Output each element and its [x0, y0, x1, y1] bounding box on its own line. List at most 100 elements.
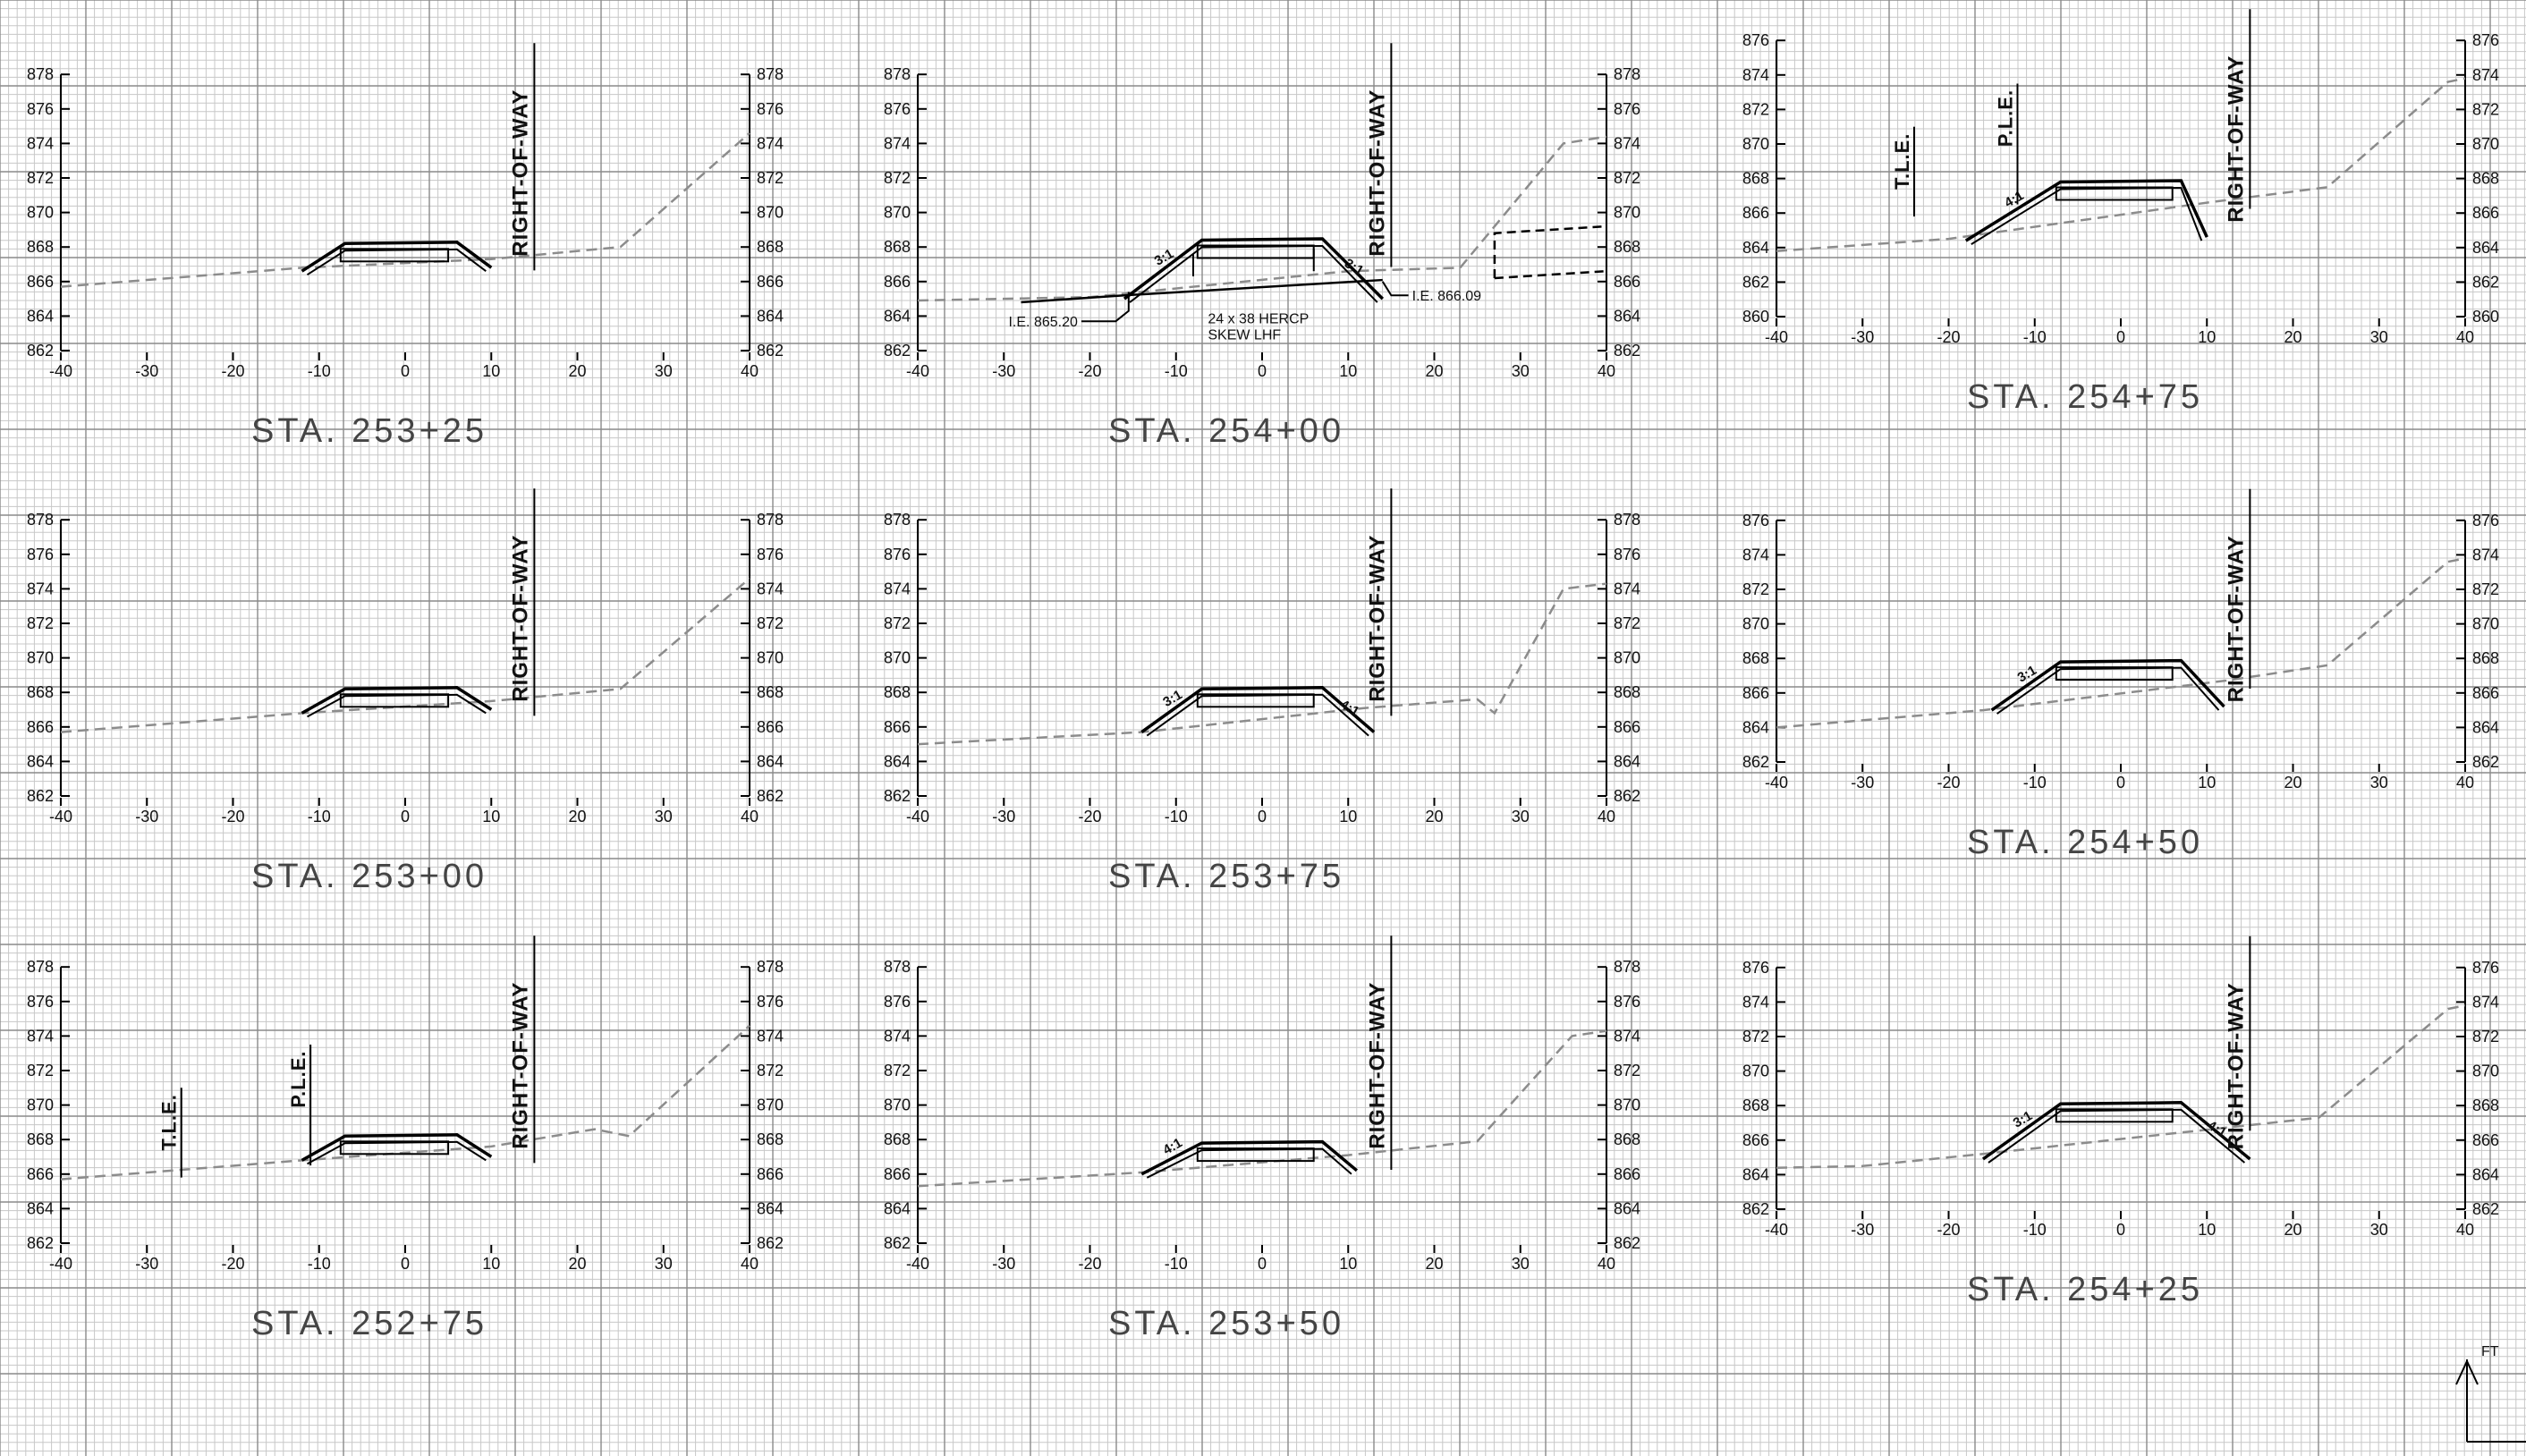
elevation-tick-label: 864: [27, 1199, 54, 1217]
elevation-tick-label: 874: [2472, 546, 2499, 563]
elevation-tick-label: 864: [884, 307, 911, 325]
elevation-tick-label: 876: [884, 546, 911, 563]
elevation-tick-label: 874: [1614, 1027, 1640, 1045]
right-of-way-label: RIGHT-OF-WAY: [2224, 535, 2248, 702]
pipe-skew-note: SKEW LHF: [1208, 327, 1281, 343]
offset-tick-label: 20: [568, 808, 586, 825]
elevation-tick-label: 872: [27, 614, 54, 632]
offset-tick-label: -30: [135, 808, 158, 825]
offset-tick-label: -30: [135, 362, 158, 380]
station-label: STA. 253+75: [1108, 858, 1344, 895]
pavement-box: [1196, 1147, 1315, 1163]
offset-tick-label: -40: [49, 1255, 72, 1273]
offset-tick-label: 0: [401, 362, 410, 380]
right-of-way-label: RIGHT-OF-WAY: [2224, 55, 2248, 223]
elevation-tick-label: 872: [1614, 614, 1640, 632]
offset-tick-label: 20: [2284, 774, 2301, 791]
elevation-tick-label: 874: [27, 1027, 54, 1045]
pipe-size-note: 24 x 38 HERCP: [1208, 311, 1309, 326]
offset-tick-label: 40: [741, 1255, 759, 1273]
elevation-tick-label: 864: [27, 307, 54, 325]
elevation-tick-label: 878: [1614, 958, 1640, 976]
right-of-way-label: RIGHT-OF-WAY: [1365, 982, 1389, 1149]
offset-tick-label: -10: [2023, 774, 2047, 791]
station-label: STA. 254+25: [1967, 1271, 2203, 1308]
offset-tick-label: 10: [482, 808, 500, 825]
elevation-tick-label: 874: [884, 580, 911, 597]
elevation-tick-label: 874: [2472, 66, 2499, 84]
offset-tick-label: 20: [568, 1255, 586, 1273]
elevation-tick-label: 866: [757, 718, 784, 736]
elevation-tick-label: 878: [27, 958, 54, 976]
top-of-pavement-line: [1123, 237, 1385, 301]
elevation-tick-label: 870: [884, 204, 911, 222]
offset-tick-label: -10: [2023, 1221, 2047, 1239]
elevation-tick-label: 872: [757, 1062, 784, 1079]
elevation-tick-label: 868: [1614, 683, 1640, 701]
elevation-tick-label: 870: [2472, 615, 2499, 633]
ple-label: P.L.E.: [1995, 89, 2017, 147]
elevation-tick-label: 874: [757, 1027, 784, 1045]
cross-section-panel: 8628648668688708728748768628648668688708…: [1742, 935, 2499, 1308]
elevation-tick-label: 862: [757, 787, 784, 805]
elevation-tick-label: 864: [757, 752, 784, 770]
elevation-tick-label: 866: [1614, 1165, 1640, 1183]
scale-indicator: FT: [2455, 1344, 2526, 1443]
offset-tick-label: 10: [2198, 1221, 2216, 1239]
elevation-tick-label: 868: [1742, 1096, 1769, 1114]
elevation-tick-label: 860: [2472, 308, 2499, 326]
offset-tick-label: -40: [49, 808, 72, 825]
elevation-tick-label: 874: [27, 580, 54, 597]
elevation-tick-label: 866: [27, 718, 54, 736]
offset-tick-label: 0: [2116, 1221, 2125, 1239]
offset-tick-label: 30: [1512, 808, 1530, 825]
subgrade-line: [1146, 1147, 1352, 1179]
offset-tick-label: 0: [1258, 808, 1267, 825]
invert-elevation-left: I.E. 865.20: [1008, 315, 1077, 330]
pavement-box: [2055, 186, 2174, 201]
elevation-tick-label: 868: [2472, 649, 2499, 667]
elevation-tick-label: 868: [757, 238, 784, 256]
elevation-tick-label: 864: [1742, 239, 1769, 257]
elevation-tick-label: 862: [1742, 273, 1769, 291]
north-arrow-icon: [2455, 1359, 2479, 1385]
cross-section-panel: 8628648668688708728748768788628648668688…: [884, 43, 1640, 450]
elevation-tick-label: 876: [1742, 512, 1769, 529]
cross-section-panel: 8628648668688708728748768788628648668688…: [27, 935, 784, 1342]
elevation-tick-label: 868: [884, 238, 911, 256]
offset-tick-label: -20: [1078, 808, 1101, 825]
elevation-tick-label: 868: [27, 238, 54, 256]
subgrade-line: [1971, 186, 2203, 245]
elevation-tick-label: 872: [1614, 169, 1640, 187]
elevation-tick-label: 870: [1614, 1096, 1640, 1114]
offset-tick-label: -20: [221, 808, 244, 825]
elevation-tick-label: 864: [757, 307, 784, 325]
elevation-tick-label: 862: [1614, 787, 1640, 805]
elevation-tick-label: 868: [2472, 170, 2499, 188]
top-of-pavement-line: [301, 241, 493, 273]
elevation-tick-label: 862: [2472, 1200, 2499, 1218]
right-of-way-label: RIGHT-OF-WAY: [508, 89, 532, 257]
offset-tick-label: 0: [1258, 1255, 1267, 1273]
offset-tick-label: 0: [2116, 328, 2125, 346]
elevation-tick-label: 874: [1742, 993, 1769, 1011]
elevation-tick-label: 876: [2472, 959, 2499, 977]
offset-tick-label: -10: [308, 362, 331, 380]
elevation-tick-label: 866: [1742, 1131, 1769, 1149]
offset-tick-label: -20: [1078, 1255, 1101, 1273]
offset-tick-label: 0: [401, 808, 410, 825]
elevation-tick-label: 868: [27, 1130, 54, 1148]
existing-ground-line: [917, 135, 1607, 302]
pavement-box: [2055, 1108, 2174, 1123]
elevation-tick-label: 874: [1742, 546, 1769, 563]
elevation-tick-label: 868: [757, 1130, 784, 1148]
